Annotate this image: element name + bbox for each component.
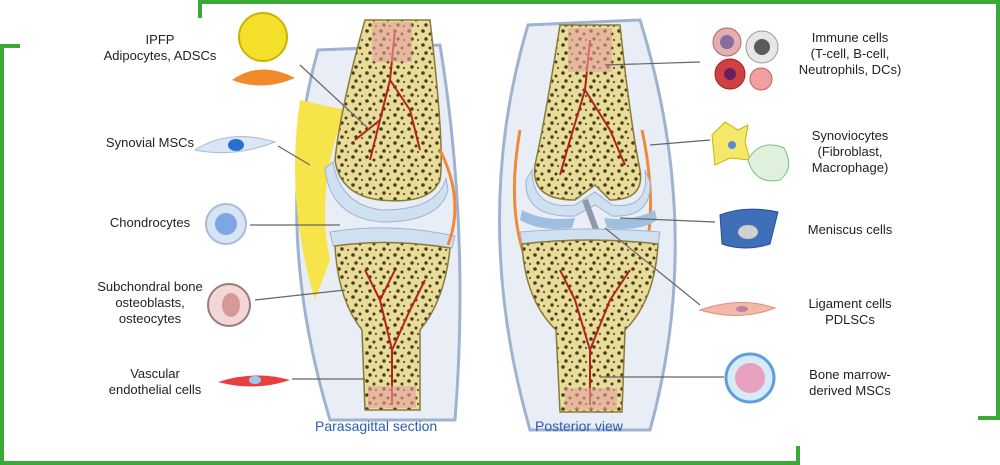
label-synoviocytes: Synoviocytes (Fibroblast, Macrophage) [811, 128, 889, 175]
frame-right [996, 0, 1000, 420]
tibia-left [334, 241, 451, 411]
marrow-top-left [372, 22, 412, 62]
femur-left [334, 19, 442, 202]
marrow-bottom-left [368, 386, 416, 408]
fat-pad [295, 100, 345, 300]
frame-left-tick [0, 44, 20, 48]
adipocyte-icon [238, 12, 288, 62]
femur-cartilage-left [324, 161, 449, 223]
dendritic-cell-icon [749, 67, 773, 91]
marrow-top-right [568, 28, 612, 72]
label-synovial-mscs: Synovial MSCs [105, 135, 195, 150]
label-bone-marrow: Bone marrow- derived MSCs [809, 367, 891, 398]
synovium-left [438, 149, 457, 246]
femur-right [533, 24, 642, 201]
tibia-right [521, 239, 659, 413]
meniscus-medial [520, 210, 575, 229]
frame-top [198, 0, 1000, 4]
frame-bottom-tick [796, 446, 800, 465]
label-vascular: Vascular endothelial cells [108, 366, 202, 397]
label-subchondral: Subchondral bone osteoblasts, osteocytes [97, 279, 203, 326]
caption-posterior: Posterior view [535, 418, 623, 434]
label-immune: Immune cells (T-cell, B-cell, Neutrophil… [798, 30, 902, 77]
label-ipfp: IPFP Adipocytes, ADSCs [103, 32, 217, 63]
frame-left [0, 44, 4, 465]
frame-top-tick [198, 0, 202, 18]
macrophage-icon [747, 144, 790, 182]
label-meniscus: Meniscus cells [807, 222, 893, 237]
pointer-lines [250, 61, 724, 380]
posterior-joint [498, 18, 677, 432]
vessels-left [354, 29, 426, 405]
frame-bottom [0, 461, 800, 465]
label-chondrocytes: Chondrocytes [109, 215, 191, 230]
parasagittal-joint [295, 19, 462, 422]
right-cells [698, 27, 790, 404]
frame-right-tick [978, 416, 1000, 420]
left-cells [193, 12, 295, 387]
vessels-right [559, 39, 631, 405]
marrow-bottom-right [565, 388, 617, 410]
adsc-icon [232, 69, 295, 86]
label-ligament: Ligament cells PDLSCs [808, 296, 892, 327]
caption-parasagittal: Parasagittal section [315, 418, 438, 434]
meniscus-lateral [604, 210, 657, 229]
